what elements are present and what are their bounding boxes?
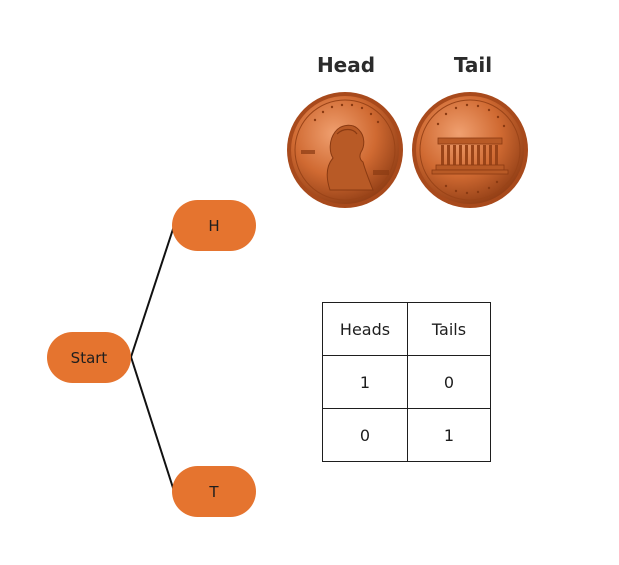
table-row: 0 1 (322, 408, 491, 462)
penny-reverse-icon (412, 92, 528, 208)
table-cell: 1 (407, 408, 491, 462)
tree-node-heads-label: H (208, 216, 220, 235)
outcome-table: Heads Tails 1 0 0 1 (322, 302, 491, 462)
table-cell: 1 (322, 355, 408, 409)
table-row: 1 0 (322, 355, 491, 409)
tail-coin-label: Tail (453, 53, 493, 77)
table-cell: 0 (407, 355, 491, 409)
tree-node-start: Start (47, 332, 131, 383)
table-header-tails: Tails (407, 302, 491, 356)
tree-node-start-label: Start (70, 348, 108, 367)
edge-start-to-h (130, 225, 175, 358)
table-header-row: Heads Tails (322, 302, 491, 356)
tree-node-tails: T (172, 466, 256, 517)
table-header-heads: Heads (322, 302, 408, 356)
edge-start-to-t (130, 356, 175, 492)
penny-obverse-icon (287, 92, 403, 208)
head-coin-label: Head (316, 53, 376, 77)
tree-node-heads: H (172, 200, 256, 251)
table-cell: 0 (322, 408, 408, 462)
tree-node-tails-label: T (209, 482, 219, 501)
